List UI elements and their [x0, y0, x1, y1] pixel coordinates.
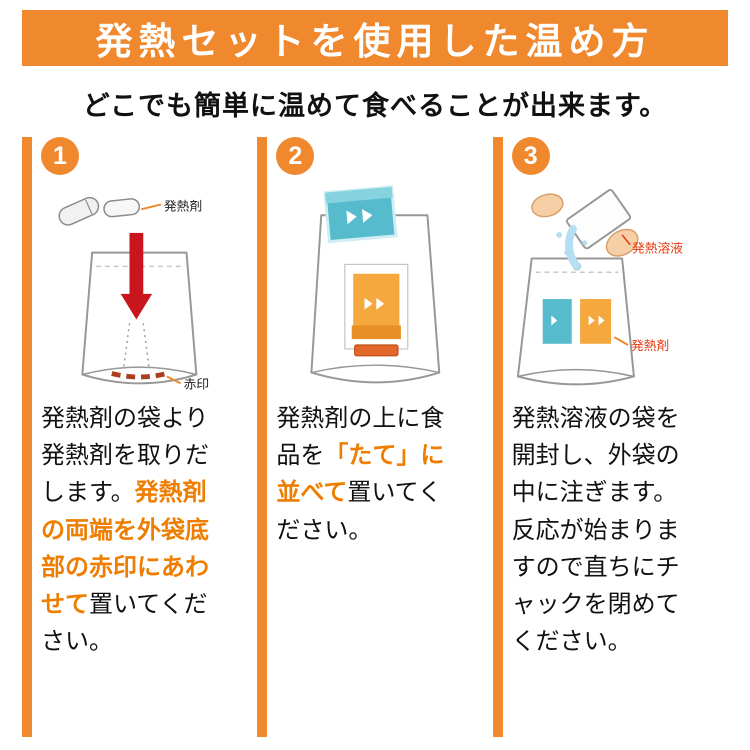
step-1-divider-bar	[22, 137, 32, 737]
agent-label-leader	[613, 336, 629, 346]
food-packet-orange	[577, 296, 614, 347]
food-packet-blue	[539, 296, 574, 347]
red-mark-line	[111, 371, 168, 380]
step-3: 3	[492, 137, 728, 737]
page-title: 発熱セットを使用した温め方	[95, 21, 655, 62]
step-1: 1	[22, 137, 257, 737]
hands	[530, 193, 639, 257]
agent-label: 発熱剤	[164, 198, 202, 213]
step-1-number-badge: 1	[41, 137, 79, 175]
step-3-divider-bar	[492, 137, 503, 737]
food-packet-blue	[323, 185, 398, 244]
step-2-number-badge: 2	[276, 137, 315, 175]
step-2-drawing	[310, 185, 441, 384]
step-1-content: 1	[32, 137, 257, 737]
step-2-text-end: 置いてください。	[276, 479, 442, 544]
water-stream	[555, 225, 587, 271]
step-3-illustration: 発熱溶液 発熱剤	[512, 179, 728, 396]
solution-label-leader	[621, 234, 631, 246]
step-3-number-badge: 3	[511, 137, 550, 175]
title-banner: 発熱セットを使用した温め方	[22, 10, 728, 66]
step-1-text-highlight: 発熱剤の両端を外袋底部の赤印にあわせて	[41, 479, 209, 618]
step-3-content: 3	[503, 137, 728, 737]
agent-label: 発熱剤	[631, 338, 669, 353]
step-1-description: 発熱剤の袋より発熱剤を取りだします。発熱剤の両端を外袋底部の赤印にあわせて置いて…	[41, 400, 219, 660]
step-2-text-start: 発熱剤の上に食品を	[276, 405, 445, 470]
step-2-text-highlight: 「たて」に並べて	[276, 442, 445, 507]
step-2-content: 2	[267, 137, 492, 737]
outer-pouch	[81, 251, 198, 385]
solution-label: 発熱溶液	[632, 241, 683, 256]
mark-label-leader	[166, 375, 182, 385]
step-3-drawing: 発熱溶液 発熱剤	[516, 189, 683, 386]
step-1-drawing: 発熱剤 赤印	[58, 196, 210, 391]
step-2: 2	[257, 137, 492, 737]
step-2-description: 発熱剤の上に食品を「たて」に並べて置いてください。	[276, 400, 454, 549]
heating-agent-packet	[58, 196, 141, 226]
step-1-illustration: 発熱剤 赤印	[41, 179, 257, 396]
heating-agent-block	[354, 344, 399, 357]
outer-pouch	[516, 257, 635, 386]
step-3-description: 発熱溶液の袋を開封し、外袋の中に注ぎます。 反応が始まりますので直ちにチャックを…	[512, 400, 690, 660]
step-1-text-start: 発熱剤の袋より発熱剤を取りだします。	[41, 405, 209, 507]
guide-dotted-lines	[122, 323, 150, 369]
red-mark-label: 赤印	[184, 376, 210, 391]
step-2-divider-bar	[257, 137, 268, 737]
step-1-text-end: 置いてください。	[41, 590, 208, 656]
solution-packet	[565, 189, 631, 250]
agent-label-leader	[141, 203, 162, 211]
page-subtitle: どこでも簡単に温めて食べることが出来ます。	[82, 91, 668, 121]
down-arrow-icon	[120, 232, 153, 320]
food-packet-orange	[350, 270, 403, 341]
step-3-text: 発熱溶液の袋を開封し、外袋の中に注ぎます。 反応が始まりますので直ちにチャックを…	[511, 405, 680, 656]
step-2-illustration	[276, 179, 492, 396]
steps-container: 1	[22, 137, 728, 737]
